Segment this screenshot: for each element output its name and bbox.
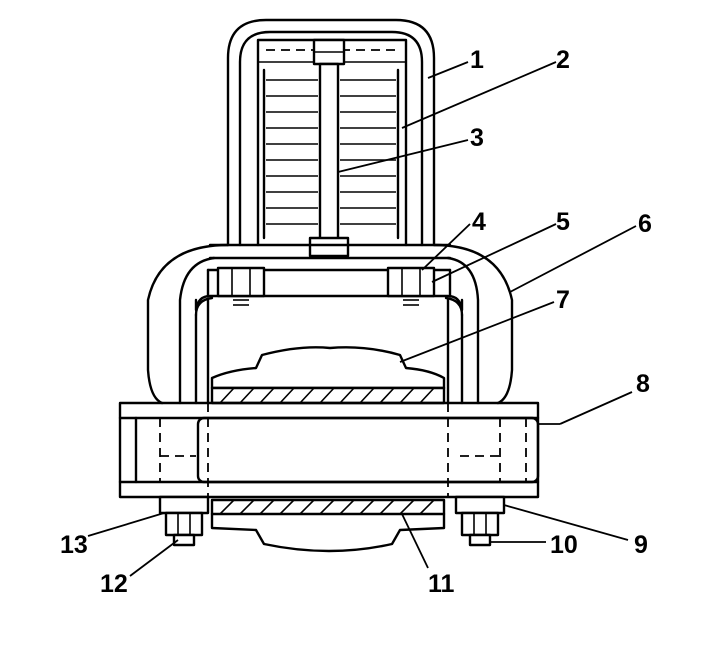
callout-9: 9 — [634, 531, 648, 559]
callout-3: 3 — [470, 124, 484, 152]
hatch-lower — [219, 499, 435, 515]
bushing-upper — [210, 346, 446, 405]
inner-frame — [194, 296, 464, 405]
lower-bolt-left — [158, 495, 210, 547]
nut-left — [216, 266, 266, 306]
bushing-lower — [210, 498, 446, 553]
lower-bolt-right — [454, 495, 506, 547]
frame-rail — [118, 401, 540, 499]
callout-6: 6 — [638, 210, 652, 238]
hatch-upper — [219, 387, 435, 404]
nut-right — [386, 266, 436, 306]
callout-5: 5 — [556, 208, 570, 236]
top-plate — [208, 243, 452, 260]
callout-7: 7 — [556, 286, 570, 314]
callout-11: 11 — [428, 570, 455, 598]
callout-10: 10 — [550, 531, 578, 559]
leader-lines — [87, 61, 637, 577]
yoke — [146, 243, 514, 405]
callout-4: 4 — [472, 208, 486, 236]
center-bolt — [308, 38, 350, 258]
callout-13: 13 — [60, 531, 88, 559]
callout-labels: 1 2 3 4 5 6 7 8 9 10 11 12 13 — [60, 46, 652, 598]
callout-1: 1 — [470, 46, 484, 74]
thread-lines — [266, 79, 396, 225]
callout-8: 8 — [636, 370, 650, 398]
outer-cage — [226, 18, 436, 247]
callout-12: 12 — [100, 570, 128, 598]
callout-2: 2 — [556, 46, 570, 74]
